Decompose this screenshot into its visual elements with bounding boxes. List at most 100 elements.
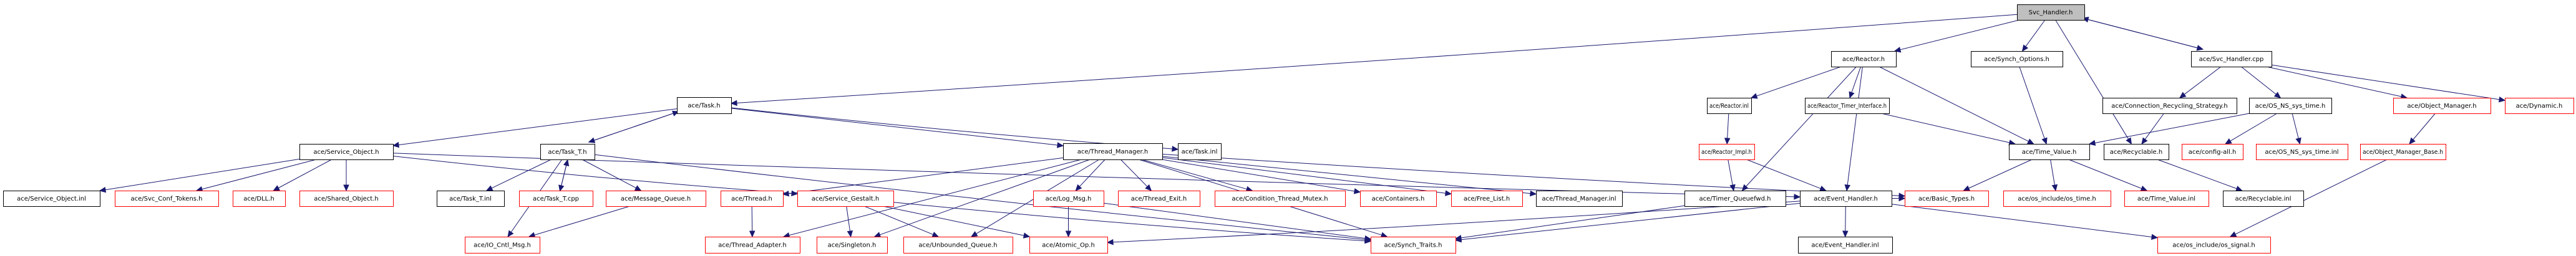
node-event-handler-h[interactable]: ace/Event_Handler.h: [1800, 191, 1892, 207]
node-thread-adapter-h[interactable]: ace/Thread_Adapter.h: [705, 237, 800, 254]
node-box: [1215, 191, 1346, 207]
arrowhead-icon: [2141, 137, 2148, 145]
node-reactor-impl-h[interactable]: ace/Reactor_Impl.h: [1699, 144, 1755, 160]
node-log-msg-h[interactable]: ace/Log_Msg.h: [1033, 191, 1104, 207]
node-task-h[interactable]: ace/Task.h: [677, 97, 732, 114]
node-service-object-inl[interactable]: ace/Service_Object.inl: [3, 191, 100, 207]
arrowhead-icon: [2229, 231, 2237, 237]
node-box: [677, 97, 732, 114]
node-box: [299, 144, 394, 160]
arrowhead-icon: [392, 141, 400, 148]
node-svc-handler-cpp[interactable]: ace/Svc_Handler.cpp: [2191, 51, 2272, 67]
node-unbounded-queue-h[interactable]: ace/Unbounded_Queue.h: [903, 237, 1013, 254]
node-label: ace/Service_Object.h: [313, 149, 379, 156]
node-service-object-h[interactable]: ace/Service_Object.h: [299, 144, 394, 160]
arrowhead-icon: [1844, 184, 1851, 192]
edge-line: [1756, 66, 1842, 97]
node-free-list-h[interactable]: ace/Free_List.h: [1451, 191, 1523, 207]
node-atomic-op-h[interactable]: ace/Atomic_Op.h: [1029, 237, 1108, 254]
edge-thread_manager_h-to-thread_h: [782, 157, 1064, 197]
node-task-t-cpp[interactable]: ace/Task_T.cpp: [519, 191, 593, 207]
node-box: [437, 191, 505, 207]
node-thread-manager-h[interactable]: ace/Thread_Manager.h: [1063, 143, 1163, 160]
edge-svc_handler_h-to-reactor_h: [1893, 19, 2020, 53]
node-message-queue-h[interactable]: ace/Message_Queue.h: [606, 191, 706, 207]
edge-task_t_h-to-message_queue_h: [581, 159, 642, 191]
arrowhead-icon: [2021, 44, 2029, 52]
node-thread-exit-h[interactable]: ace/Thread_Exit.h: [1118, 191, 1200, 207]
node-thread-manager-inl[interactable]: ace/Thread_Manager.inl: [1536, 191, 1623, 207]
node-event-handler-inl[interactable]: ace/Event_Handler.inl: [1798, 237, 1893, 254]
node-os-ns-sys-time-h[interactable]: ace/OS_NS_sys_time.h: [2249, 98, 2332, 114]
node-object-manager-base-h[interactable]: ace/Object_Manager_Base.h: [2360, 144, 2446, 160]
edge-thread_manager_h-to-thread_exit_h: [1120, 159, 1152, 191]
node-synch-traits-h[interactable]: ace/Synch_Traits.h: [1371, 237, 1456, 254]
node-box: [817, 237, 888, 254]
node-thread-h[interactable]: ace/Thread.h: [721, 191, 784, 207]
node-box: [2393, 98, 2491, 114]
arrowhead-icon: [2026, 138, 2034, 145]
edge-svc_handler_cpp-to-connection_recycling_strategy_h: [2179, 66, 2222, 98]
node-connection-recycling-strategy-h[interactable]: ace/Connection_Recycling_Strategy.h: [2102, 98, 2237, 114]
arrowhead-icon: [847, 230, 853, 238]
node-os-time-h[interactable]: ace/os_include/os_time.h: [2003, 191, 2111, 207]
node-basic-types-h[interactable]: ace/Basic_Types.h: [1905, 191, 1989, 207]
edge-line: [1847, 66, 1863, 186]
edge-line: [789, 159, 1082, 236]
arrowhead-icon: [1023, 232, 1031, 239]
node-box: [705, 237, 800, 254]
arrowhead-icon: [1364, 235, 1372, 242]
node-box: [2249, 98, 2332, 114]
node-dynamic-h[interactable]: ace/Dynamic.h: [2505, 98, 2574, 114]
node-service-gestalt-h[interactable]: ace/Service_Gestalt.h: [797, 191, 894, 207]
node-task-inl[interactable]: ace/Task.inl: [1178, 143, 1222, 160]
node-shared-object-h[interactable]: ace/Shared_Object.h: [299, 191, 394, 207]
edge-time_value_h-to-time_value_inl: [2068, 159, 2148, 191]
edge-line: [2068, 159, 2142, 189]
node-label: ace/Connection_Recycling_Strategy.h: [2111, 103, 2227, 110]
edge-service_gestalt_h-to-unbounded_queue_h: [864, 206, 940, 237]
node-label: ace/Svc_Handler.cpp: [2199, 56, 2264, 63]
node-reactor-inl[interactable]: ace/Reactor.inl: [1707, 98, 1752, 114]
node-label: ace/Object_Manager_Base.h: [2363, 149, 2443, 156]
node-time-value-h[interactable]: ace/Time_Value.h: [2009, 144, 2090, 160]
edge-thread_manager_h-to-containers_h: [1162, 159, 1361, 194]
node-singleton-h[interactable]: ace/Singleton.h: [817, 237, 888, 254]
edge-line: [1891, 204, 2152, 237]
node-time-value-inl[interactable]: ace/Time_Value.inl: [2124, 191, 2209, 207]
edge-line: [105, 158, 300, 191]
node-io-cntl-msg-h[interactable]: ace/IO_Cntl_Msg.h: [465, 237, 540, 254]
node-containers-h[interactable]: ace/Containers.h: [1360, 191, 1437, 207]
node-label: ace/Dynamic.h: [2516, 103, 2563, 110]
node-synch-options-h[interactable]: ace/Synch_Options.h: [1971, 51, 2063, 67]
node-recyclable-inl[interactable]: ace/Recyclable.inl: [2223, 191, 2304, 207]
node-object-manager-h[interactable]: ace/Object_Manager.h: [2393, 98, 2491, 114]
node-label: ace/Object_Manager.h: [2407, 103, 2476, 110]
node-os-ns-sys-time-inl[interactable]: ace/OS_NS_sys_time.inl: [2256, 144, 2348, 160]
node-task-t-inl[interactable]: ace/Task_T.inl: [437, 191, 505, 207]
edge-line: [736, 14, 2018, 103]
node-box: [1360, 191, 1437, 207]
edge-service_object_h-to-dll_h: [273, 159, 332, 191]
node-timer-queuefwd-h[interactable]: ace/Timer_Queuefwd.h: [1684, 191, 1786, 207]
node-condition-thread-mutex-h[interactable]: ace/Condition_Thread_Mutex.h: [1215, 191, 1346, 207]
arrowhead-icon: [1842, 230, 1849, 238]
node-label: ace/Reactor.inl: [1709, 103, 1749, 110]
node-dll-h[interactable]: ace/DLL.h: [233, 191, 286, 207]
edge-line: [2240, 66, 2277, 95]
node-reactor-timer-interface-h[interactable]: ace/Reactor_Timer_Interface.h: [1805, 98, 1890, 114]
node-os-signal-h[interactable]: ace/os_include/os_signal.h: [2157, 237, 2271, 254]
edge-line: [2413, 113, 2436, 140]
node-task-t-h[interactable]: ace/Task_T.h: [540, 144, 595, 160]
node-svc-conf-tokens-h[interactable]: ace/Svc_Conf_Tokens.h: [115, 191, 219, 207]
edge-line: [1900, 19, 2020, 50]
node-label: ace/Reactor.h: [1842, 56, 1885, 63]
edge-line: [1746, 66, 1857, 187]
node-reactor-h[interactable]: ace/Reactor.h: [1831, 51, 1897, 67]
node-label: ace/Thread_Adapter.h: [718, 242, 786, 249]
edge-line: [588, 113, 674, 143]
node-recyclable-h[interactable]: ace/Recyclable.h: [2104, 144, 2169, 160]
arrowhead-icon: [1353, 188, 1361, 194]
node-config-all-h[interactable]: ace/config-all.h: [2182, 144, 2243, 160]
